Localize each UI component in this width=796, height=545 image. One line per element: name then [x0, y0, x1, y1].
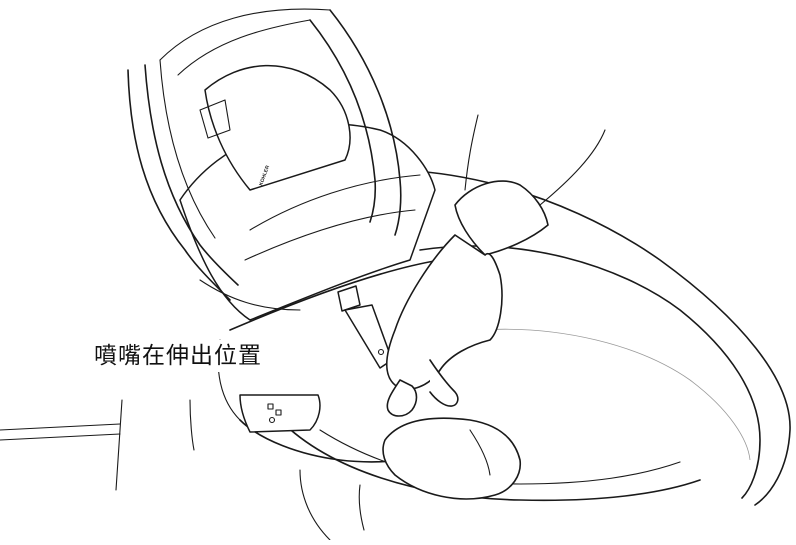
- lid-frame-right-outer: [329, 9, 402, 236]
- lid-hinge: [199, 99, 231, 139]
- bowl-outer-rim: [299, 169, 791, 506]
- housing-seam: [199, 279, 301, 311]
- floor-line-1: [0, 423, 121, 431]
- nozzle-tip-icon: [377, 348, 385, 356]
- housing-panel-line-2: [244, 209, 416, 261]
- cloth-fold: [469, 429, 491, 476]
- bowl-water-line: [479, 328, 751, 461]
- housing-panel-line: [249, 174, 421, 231]
- finger: [429, 359, 459, 407]
- spray-button-icon: [275, 409, 282, 416]
- nozzle-bracket: [337, 285, 361, 312]
- thumb: [386, 379, 418, 417]
- lid-frame-left-edge: [159, 59, 216, 239]
- side-control-panel: [239, 394, 321, 433]
- bowl-inner-rim: [419, 245, 761, 499]
- lid-frame-right-inner: [309, 19, 377, 223]
- cleaning-cloth: [382, 417, 521, 500]
- nozzle-extended-caption: 噴嘴在伸出位置: [94, 340, 264, 372]
- floor-line-2: [0, 433, 121, 441]
- hand: [385, 234, 503, 390]
- arm-upper-left: [464, 114, 479, 191]
- bowl-base-curve: [299, 469, 331, 541]
- nozzle-arm: [344, 304, 393, 369]
- lid-frame-top-inner: [177, 19, 311, 76]
- lid-frame-left-inner: [144, 64, 239, 286]
- indicator-light-icon: [268, 416, 276, 424]
- bowl-inner-front: [319, 429, 681, 485]
- power-button-icon: [267, 403, 274, 410]
- arm-upper-right: [539, 129, 606, 206]
- lid-frame-left-outer: [127, 69, 231, 301]
- bowl-front-edge: [279, 419, 701, 502]
- forearm-sleeve: [454, 180, 549, 256]
- pedestal-left: [115, 399, 123, 491]
- lid-panel: [204, 64, 351, 191]
- pedestal-right: [189, 399, 195, 451]
- bowl-base-curve-2: [358, 484, 365, 531]
- lid-frame-top: [159, 8, 331, 61]
